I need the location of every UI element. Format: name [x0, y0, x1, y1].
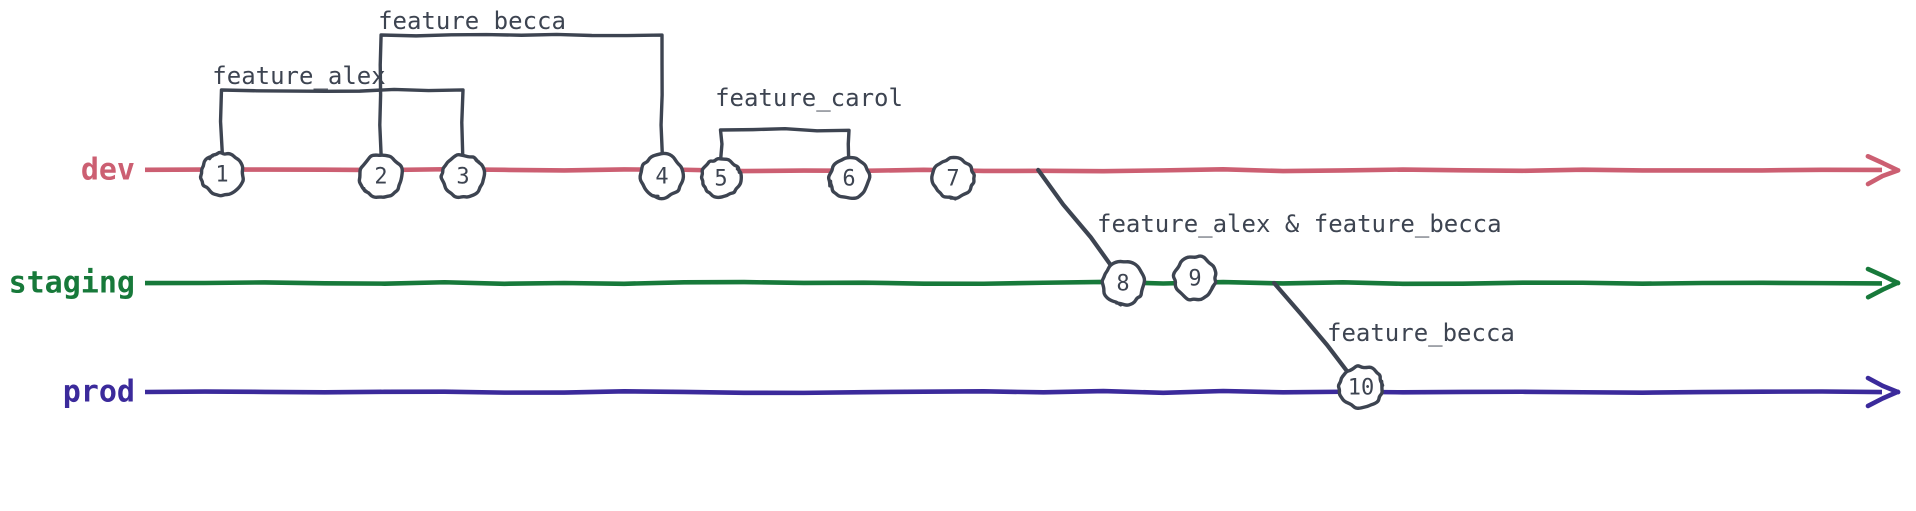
- commit-number-1: 1: [215, 163, 228, 188]
- commit-node-1[interactable]: 1: [198, 150, 245, 198]
- commit-node-5[interactable]: 5: [699, 156, 744, 200]
- feature-bracket-feature-becca: feature_becca: [378, 7, 665, 157]
- commit-circle-2: [357, 153, 404, 200]
- commit-node-10[interactable]: 10: [1336, 364, 1385, 410]
- feature-label-feature-carol: feature_carol: [715, 84, 903, 112]
- commit-circle-4: [638, 151, 686, 201]
- commit-node-3[interactable]: 3: [439, 153, 487, 200]
- commit-number-9: 9: [1188, 267, 1201, 292]
- branch-label-dev: dev: [81, 153, 135, 188]
- commit-number-5: 5: [714, 167, 727, 192]
- commit-number-6: 6: [842, 167, 855, 192]
- merge-dev-to-staging-label: feature_alex & feature_becca: [1097, 210, 1502, 238]
- feature-bracket-feature-alex: feature_alex: [212, 62, 465, 157]
- commit-circle-10: [1336, 364, 1385, 410]
- commit-node-4[interactable]: 4: [638, 151, 686, 201]
- feature-bracket-feature-carol: feature_carol: [715, 84, 903, 160]
- bracket-path-feature-alex: [218, 87, 465, 157]
- feature-label-feature-becca: feature_becca: [378, 7, 566, 35]
- commit-number-8: 8: [1116, 272, 1129, 297]
- branch-line-prod: [144, 388, 1883, 396]
- merge-staging-to-prod-path: [1271, 280, 1354, 380]
- commit-circle-5: [699, 156, 744, 200]
- commit-node-6[interactable]: 6: [826, 155, 872, 201]
- branch-line-staging: [144, 279, 1883, 287]
- bracket-path-feature-becca: [378, 32, 665, 157]
- commit-number-7: 7: [946, 167, 959, 192]
- commit-number-2: 2: [374, 165, 387, 190]
- merge-dev-to-staging: feature_alex & feature_becca: [1036, 167, 1502, 275]
- commit-circle-8: [1100, 259, 1147, 307]
- commit-circle-3: [439, 153, 487, 200]
- commit-node-2[interactable]: 2: [357, 153, 404, 200]
- merge-staging-to-prod: feature_becca: [1271, 280, 1515, 380]
- branch-label-staging: staging: [9, 266, 135, 301]
- commit-circle-6: [826, 155, 872, 201]
- branch-label-prod: prod: [63, 375, 135, 410]
- branch-prod: prod: [63, 375, 1901, 410]
- commit-number-3: 3: [456, 165, 469, 190]
- commit-node-9[interactable]: 9: [1171, 254, 1218, 302]
- branch-dev: dev: [81, 153, 1901, 188]
- branch-line-dev: [144, 166, 1883, 174]
- commit-node-8[interactable]: 8: [1100, 259, 1147, 307]
- branch-arrowhead-dev: [1865, 153, 1901, 187]
- branch-arrowhead-prod: [1865, 375, 1901, 409]
- commit-circle-7: [930, 155, 976, 201]
- commit-number-10: 10: [1348, 376, 1375, 401]
- feature-label-feature-alex: feature_alex: [212, 62, 385, 90]
- commit-circle-9: [1171, 254, 1218, 302]
- commit-node-7[interactable]: 7: [930, 155, 976, 201]
- commit-number-4: 4: [655, 165, 668, 190]
- branch-arrowhead-staging: [1865, 266, 1901, 300]
- merge-staging-to-prod-label: feature_becca: [1327, 319, 1515, 347]
- branch-staging: staging: [9, 266, 1901, 301]
- bracket-path-feature-carol: [718, 127, 851, 160]
- commit-circle-1: [198, 150, 245, 198]
- merge-dev-to-staging-path: [1036, 167, 1118, 275]
